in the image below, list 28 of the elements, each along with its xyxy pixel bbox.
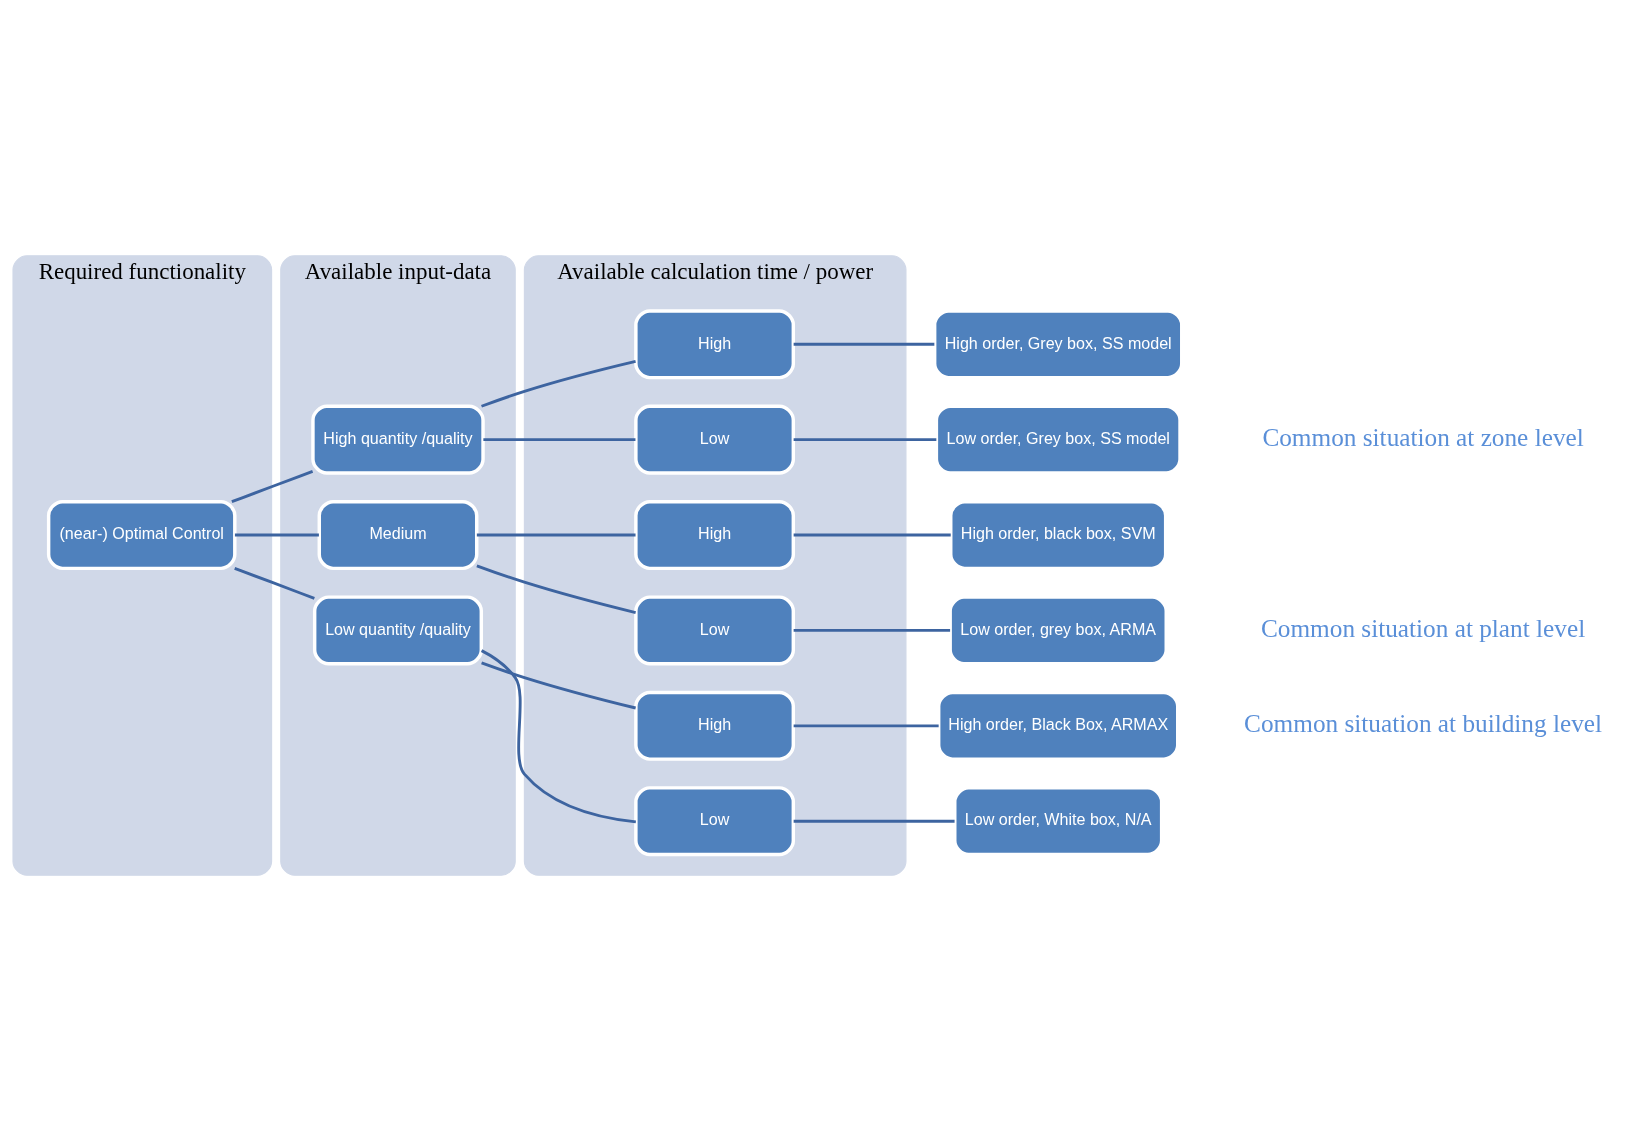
- node-box: Low: [634, 594, 796, 665]
- connector: [481, 359, 636, 408]
- connector: [231, 469, 314, 503]
- node-box: Low quantity /quality: [312, 594, 484, 665]
- node-box: Low: [634, 785, 796, 856]
- connector: [480, 648, 636, 823]
- connector: [483, 437, 636, 441]
- node-box: High: [634, 308, 796, 379]
- connector: [793, 437, 937, 441]
- node-box: High quantity /quality: [311, 404, 485, 475]
- connector: [793, 342, 935, 346]
- node-box: Medium: [317, 499, 479, 570]
- connector: [793, 819, 955, 823]
- connector: [793, 533, 951, 536]
- node-box: Low: [634, 404, 796, 475]
- connector: [793, 723, 939, 727]
- label: Common situation at plant level: [1260, 613, 1586, 642]
- connector: [481, 661, 636, 709]
- connector: [476, 563, 636, 614]
- connector: [234, 533, 319, 536]
- connector: [234, 566, 315, 600]
- label: Common situation at building level: [1244, 708, 1603, 737]
- node-box: (near-) Optimal Control: [46, 499, 237, 570]
- label: Common situation at zone level: [1262, 422, 1584, 451]
- connector: [476, 533, 636, 536]
- node-box: High: [634, 499, 796, 570]
- node-box: High: [634, 690, 796, 761]
- connector: [793, 628, 951, 632]
